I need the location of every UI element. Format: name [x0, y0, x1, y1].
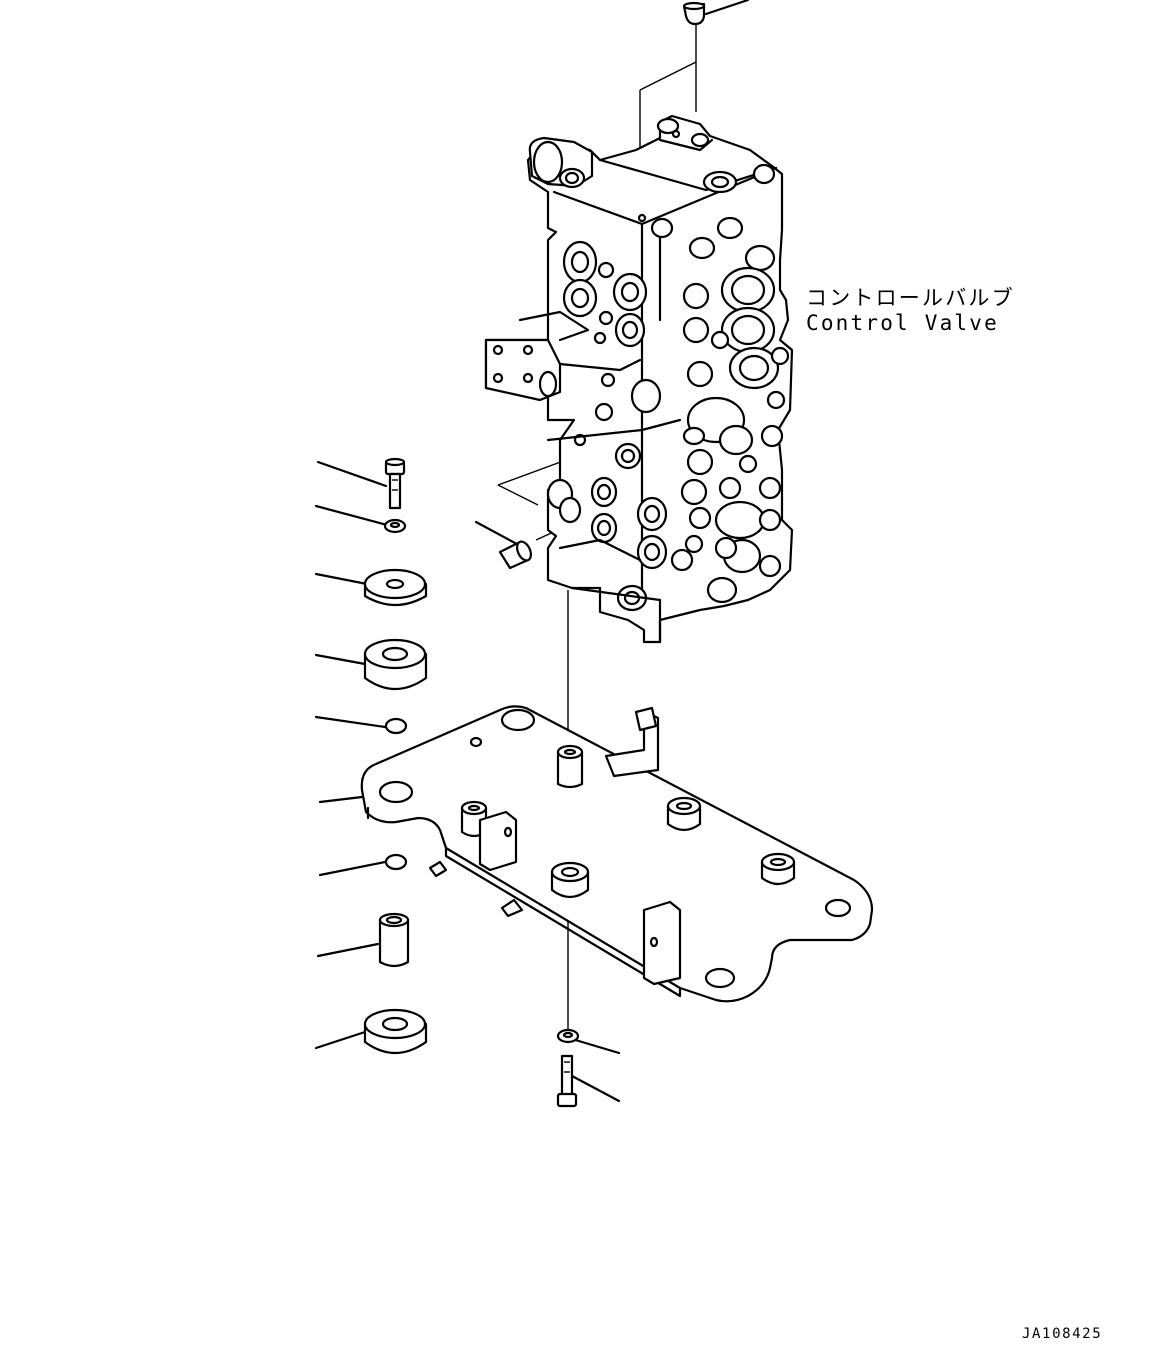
spool-caps	[670, 216, 790, 604]
mounting-bracket	[360, 705, 874, 1003]
drawing-code: JA108425	[1022, 1326, 1102, 1342]
cushion-upper	[363, 638, 428, 690]
leader-lines	[314, 0, 750, 1103]
nut-lower	[556, 1028, 580, 1044]
plug-small	[498, 540, 532, 570]
o-ring-lower	[384, 853, 408, 871]
collar	[378, 912, 410, 968]
cushion-lower	[363, 1008, 428, 1054]
bolt-lower	[556, 1054, 578, 1108]
washer-small	[383, 518, 407, 534]
control-valve	[484, 114, 794, 644]
bolt-upper	[384, 457, 406, 510]
washer-plate	[363, 568, 428, 606]
callout-control-valve: コントロールバルブ Control Valve	[806, 286, 1015, 335]
plug-top	[682, 1, 706, 26]
part-name-jp: コントロールバルブ	[806, 286, 1015, 310]
o-ring-upper	[384, 717, 408, 735]
part-name-en: Control Valve	[806, 311, 999, 335]
